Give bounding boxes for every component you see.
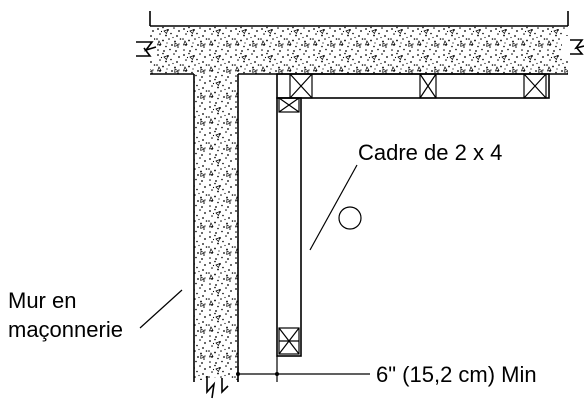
top-masonry-slab xyxy=(149,11,569,75)
wall-leader-line xyxy=(139,289,183,329)
vertical-stud xyxy=(276,97,302,357)
wall-label-line1: Mur en xyxy=(8,288,76,313)
reference-circle xyxy=(338,206,362,230)
frame-leader-line xyxy=(309,164,358,251)
vertical-masonry-wall xyxy=(150,73,239,382)
frame-label: Cadre de 2 x 4 xyxy=(358,140,502,165)
break-symbol-left xyxy=(136,38,157,60)
break-symbol-right xyxy=(562,36,584,58)
clearance-dimension xyxy=(236,356,370,382)
clearance-label: 6" (15,2 cm) Min xyxy=(376,362,537,387)
horizontal-top-plate xyxy=(276,73,550,99)
break-symbol-bottom xyxy=(204,376,230,399)
wall-label-line2: maçonnerie xyxy=(8,317,123,342)
